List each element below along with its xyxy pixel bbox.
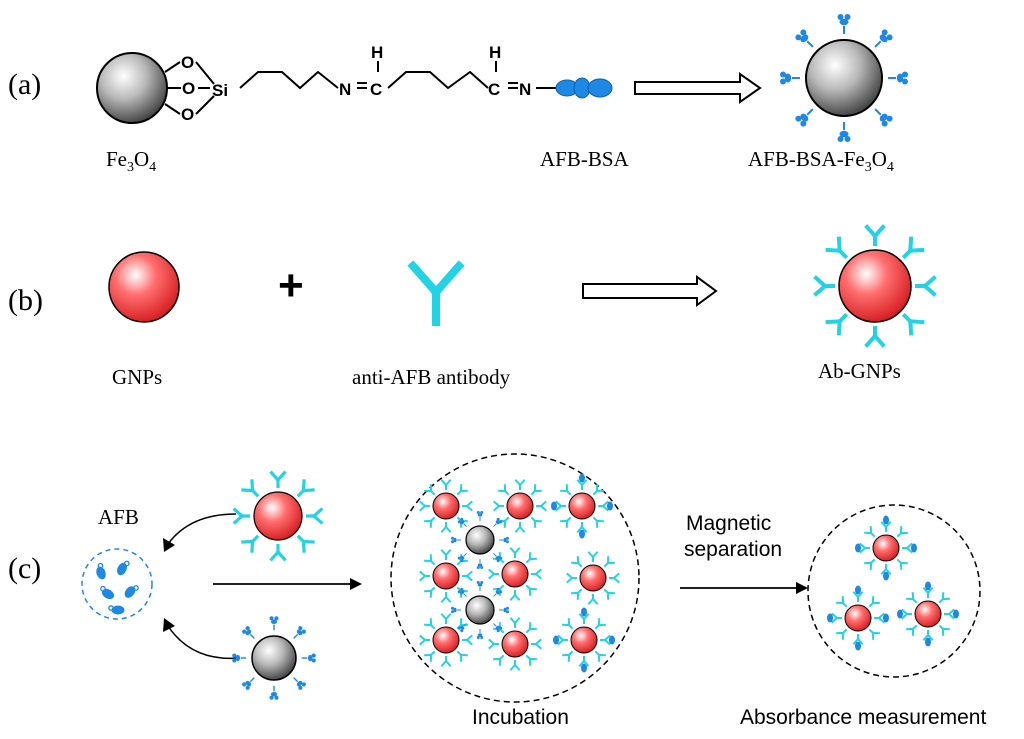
afb-bsa-fe3o4-reagent — [231, 615, 317, 701]
ab-gnp-bound-3 — [488, 547, 542, 601]
plus-sign: + — [278, 261, 304, 310]
panel-b-label: (b) — [8, 284, 43, 317]
magnetic-separation-line2: separation — [684, 538, 782, 561]
ab-gnp-free-1 — [827, 585, 889, 651]
ab-gnp-bound-6 — [488, 617, 542, 671]
ab-gnp-bound-2 — [419, 549, 473, 603]
fe3o4-particle — [96, 52, 168, 124]
gnps-label: GNPs — [112, 365, 162, 389]
panel-c-label: (c) — [8, 552, 41, 585]
curved-arrows — [167, 513, 241, 660]
afb-bsa-fe3o4-particle — [779, 13, 909, 143]
panel-a-label: (a) — [8, 68, 41, 101]
afb-label: AFB — [98, 505, 139, 529]
ab-gnp-reagent — [233, 471, 323, 561]
oxygen-atom-bottom: O — [181, 105, 194, 124]
nitrogen-atom-1: N — [339, 80, 351, 99]
oxygen-atom-top: O — [181, 53, 194, 72]
carbon-atom-1: C — [370, 80, 382, 99]
ab-gnp-bound-4 — [566, 551, 620, 605]
siloxane-linkage — [164, 61, 556, 115]
fe3o4-label: Fe3O4 — [106, 147, 156, 175]
carbon-atom-2: C — [488, 80, 500, 99]
antibody-label: anti-AFB antibody — [352, 365, 511, 389]
afb-bsa-label: AFB-BSA — [540, 147, 630, 171]
ab-gnp-particle — [814, 225, 936, 347]
curved-arrow-head-top — [163, 538, 175, 552]
ab-gnp-bound-5 — [419, 613, 473, 667]
bsa-protein-icon — [555, 77, 613, 99]
oxygen-atom-middle: O — [182, 79, 195, 98]
incubation-mixture — [390, 453, 640, 703]
ab-gnp-free-2 — [897, 581, 959, 647]
afb-bsa-fe3o4-label: AFB-BSA-Fe3O4 — [748, 147, 894, 175]
measurement-mixture — [807, 504, 981, 678]
hydrogen-atom-2: H — [489, 43, 501, 62]
fe3o4-bound-2 — [450, 580, 510, 640]
arrow-to-measurement — [680, 582, 808, 594]
magnetic-separation-line1: Magnetic — [686, 512, 771, 535]
absorbance-label: Absorbance measurement — [740, 706, 986, 729]
antibody-icon — [407, 260, 465, 326]
reaction-arrow-a — [634, 72, 762, 104]
ab-gnp-bound-0 — [419, 479, 473, 533]
gnp-particle — [108, 251, 180, 323]
ab-gnps-label: Ab-GNPs — [818, 359, 901, 383]
afb-molecule-cluster — [81, 548, 153, 620]
curved-arrow-head-bottom — [163, 618, 175, 632]
incubation-label: Incubation — [472, 706, 569, 729]
nitrogen-atom-2: N — [519, 80, 531, 99]
fe3o4-bound-1 — [450, 510, 510, 570]
silicon-atom: Si — [212, 81, 228, 100]
ab-gnp-afb-bound-1 — [553, 607, 615, 673]
ab-gnp-afb-bound-0 — [551, 473, 613, 539]
hydrogen-atom-1: H — [371, 43, 383, 62]
ab-gnp-free-0 — [855, 515, 917, 581]
arrow-to-incubation — [213, 578, 362, 590]
reaction-arrow-b — [582, 275, 718, 307]
ab-gnp-bound-1 — [493, 479, 547, 533]
